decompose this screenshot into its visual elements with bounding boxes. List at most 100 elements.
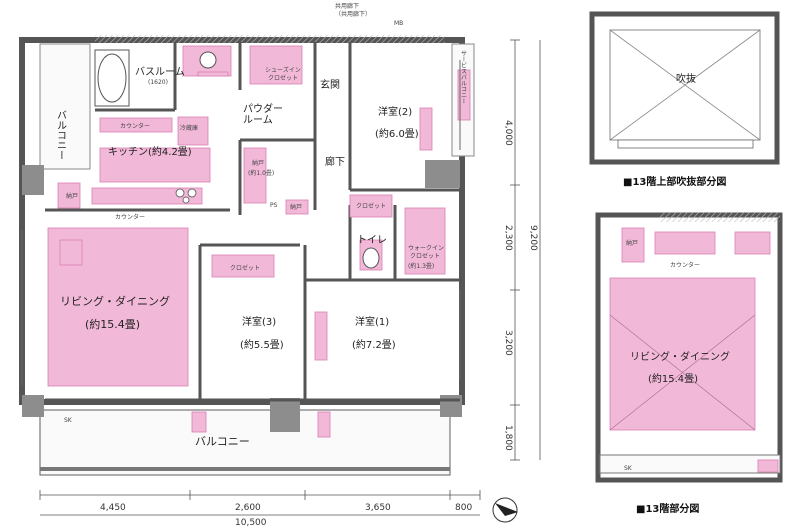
inset-living-size-label: (約15.4畳) [648,372,698,385]
counter-mid-label: カウンター [115,213,145,221]
kitchen-shelf [91,187,203,205]
storage-box [57,182,81,209]
storage-b-label: 納戸 [290,203,302,211]
service-balcony-label: サービスバルコニー [460,50,467,104]
shoes2-label: クロゼット [268,74,298,82]
west-room1-size-label: (約7.2畳) [352,338,396,351]
inset-balcony [599,454,781,474]
ps-label: PS [270,202,278,209]
inset-storage-label: 納戸 [626,239,638,247]
closet3-label: クロゼット [230,264,260,272]
corridor-sub-label: （共用廊下） [335,10,371,18]
inset-storage [621,227,645,263]
dim-bottom-2: 2,600 [235,503,261,513]
inset-stove [734,231,771,255]
kitchen-label: キッチン(約4.2畳) [108,145,192,158]
pink-elements [47,45,471,438]
storage-a [243,147,267,204]
inset-top-void-label: 吹抜 [676,72,696,85]
dim-right-3: 3,200 [503,330,513,356]
room1-box [314,311,328,361]
powder-label: パウダー [243,102,283,115]
bathtub-frame [94,49,130,107]
main-plan: 共用廊下 （共用廊下） MB バルコニー サービスバルコニー バスルーム (16… [19,2,541,528]
column [425,160,460,188]
living-size-label: (約15.4畳) [85,317,140,331]
shoes-closet [249,45,303,85]
balcony-left-label: バルコニー [55,110,67,160]
inset-bottom-hatch [660,212,780,222]
kitchen-counter [99,147,211,183]
storage-b-box [285,199,309,215]
toilet-label: トイレ [357,235,387,246]
sink [199,51,217,69]
north-arrow-icon [492,497,518,523]
service-balcony-box [457,69,471,121]
dim-right-4: 1,800 [503,425,513,451]
entrance-label: 玄関 [320,78,340,91]
counter-top-label: カウンター [120,122,150,130]
dimensions-bottom [39,490,481,516]
fridge-label: 冷蔵庫 [180,124,198,132]
inset-counter-label: カウンター [670,261,700,269]
dim-bottom-3: 3,650 [365,503,391,513]
column [22,395,44,417]
closet-label: クロゼット [356,202,386,210]
balcony-box-2 [317,411,331,438]
balcony-box [191,411,207,433]
toilet-bowl [362,247,380,269]
walkin-box [404,207,446,275]
main-labels: 共用廊下 （共用廊下） MB バルコニー サービスバルコニー バスルーム (16… [55,2,467,448]
dim-right-1: 4,000 [503,120,513,146]
interior-walls [45,42,460,402]
balcony-bottom-label: バルコニー [195,435,250,448]
inset-balcony-box [757,459,779,473]
column [440,395,462,417]
fridge-box [177,116,209,146]
storage-box-2 [59,239,83,266]
inset-rug-cross-2 [609,314,756,431]
window-marks [21,60,461,385]
west-room2-label: 洋室(2) [378,105,412,118]
void-cross-2 [609,29,761,141]
column [270,398,300,432]
inset-top-plan: 吹抜 ■13階上部吹抜部分図 [589,11,780,188]
closet-room2 [349,194,393,218]
inset-top-window [617,139,754,149]
bath-label: バスルーム [135,66,185,78]
storage-a-label: 納戸 [252,159,264,167]
left-balcony [39,43,91,170]
inset-sk-label: SK [624,465,633,472]
inset-bottom-plan: 納戸 カウンター リビング・ダイニング (約15.4畳) SK ■13階部分図 [595,212,783,515]
dim-bottom-1: 4,450 [100,503,126,513]
west-room1-label: 洋室(1) [355,315,389,328]
dim-bottom-4: 800 [455,503,472,513]
dim-right-2: 2,300 [503,225,513,251]
inset-top-caption: ■13階上部吹抜部分図 [623,175,726,188]
west-room2-size-label: (約6.0畳) [375,127,419,140]
dim-total: 10,500 [235,518,267,528]
storage-c-label: 納戸 [66,192,78,200]
west-room3-label: 洋室(3) [242,315,276,328]
bottom-balcony [39,409,451,476]
storage-a-size-label: (約1.0畳) [248,169,274,177]
inset-rug [609,277,756,431]
walkin-size-label: (約1.3畳) [408,262,434,270]
balcony-box-3 [197,71,229,77]
shoes-label: シューズイン [265,66,301,74]
bath-size-label: (1620) [148,79,168,86]
closet3-box [211,254,275,278]
walkin2-label: クロゼット [410,252,440,260]
inset-counter [654,231,716,255]
walkin-label: ウォークイン [408,244,444,252]
hallway-label: 廊下 [325,155,345,168]
counter-top [99,117,173,133]
column [22,165,44,195]
dimensions-right [510,39,541,461]
sk-label: SK [64,417,73,424]
bathtub [97,53,127,103]
balcony-rail [40,467,450,471]
inset-bottom-caption: ■13階部分図 [636,502,699,515]
dim-right-total: 9,200 [528,225,538,251]
inset-top-wall [589,11,780,165]
